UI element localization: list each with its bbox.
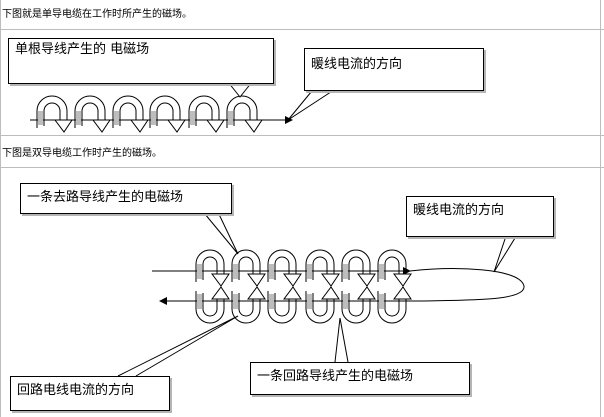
single-coil-5	[188, 95, 225, 133]
return-field-label: 一条回路导线产生的电磁场	[250, 362, 470, 395]
outgoing-coil-2	[231, 249, 266, 287]
page-border-left	[0, 0, 1, 417]
page-border-right	[600, 0, 601, 417]
divider-top	[0, 29, 604, 30]
cable-loop	[409, 268, 525, 302]
return-coil-shape-4	[305, 286, 340, 324]
single-coil-6	[226, 95, 263, 133]
outgoing-coil-6	[377, 249, 412, 287]
return-coil-4	[305, 286, 340, 324]
single-field-coils	[36, 95, 263, 133]
return-coil-shape-5	[341, 286, 376, 324]
caption-single-cable: 下图就是单导电缆在工作时所产生的磁场。	[2, 9, 192, 20]
return-direction-pointer	[117, 315, 239, 377]
heating-direction-label: 暖线电流的方向	[406, 196, 554, 237]
divider-lower	[0, 167, 604, 168]
outgoing-coil-4	[305, 249, 340, 287]
return-coil-2	[231, 286, 266, 324]
double-field-coils	[195, 249, 412, 324]
heating-direction-pointer	[493, 229, 521, 273]
single-coil-4	[149, 95, 186, 133]
outgoing-coil-5	[341, 249, 376, 287]
outgoing-field-label: 一条去路导线产生的电磁场	[20, 183, 232, 214]
return-direction-label: 回路电线电流的方向	[10, 376, 170, 411]
single-field-label: 单根导线产生的 电磁场	[8, 38, 274, 84]
return-coil-3	[267, 286, 302, 324]
single-coil-1	[36, 95, 73, 133]
single-direction-pointer	[287, 85, 341, 121]
return-coil-shape-2	[231, 286, 266, 324]
return-coil-6	[377, 286, 412, 324]
caption-double-cable: 下图是双导电缆工作时产生的磁场。	[2, 148, 162, 159]
return-coil-1	[195, 286, 230, 324]
divider-middle	[0, 135, 604, 136]
outgoing-coil-1	[195, 249, 230, 287]
return-coil-5	[341, 286, 376, 324]
return-coil-shape-3	[267, 286, 302, 324]
single-direction-label: 暖线电流的方向	[304, 48, 484, 91]
single-field-pointer	[227, 81, 253, 98]
return-coil-shape-6	[377, 286, 412, 324]
outgoing-coil-3	[267, 249, 302, 287]
return-field-pointer	[334, 317, 349, 363]
outgoing-field-pointer	[199, 207, 239, 255]
single-coil-3	[112, 95, 149, 133]
return-coil-shape-1	[195, 286, 230, 324]
single-coil-2	[74, 95, 111, 133]
